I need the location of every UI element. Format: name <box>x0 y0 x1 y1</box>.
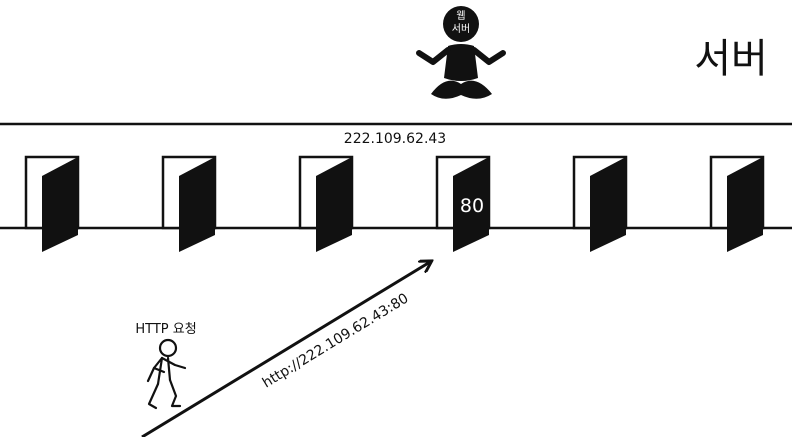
port-door <box>298 155 354 252</box>
port-door <box>161 155 217 252</box>
door-leaf <box>453 157 489 252</box>
server-torso <box>444 44 478 81</box>
http-request-label: HTTP 요청 <box>135 322 196 337</box>
request-url: http://222.109.62.43:80 <box>260 291 412 392</box>
server-ip-address: 222.109.62.43 <box>344 131 446 147</box>
request-arrow <box>141 262 430 437</box>
web-server-badge-line1: 웹 <box>456 10 465 22</box>
port-door <box>572 155 628 252</box>
port-door <box>24 155 80 252</box>
port-doors: 80 <box>24 155 765 252</box>
door-leaf <box>727 157 763 252</box>
client-walker-icon <box>146 338 187 410</box>
server-title: 서버 <box>694 36 768 82</box>
server-legs <box>431 80 492 99</box>
port-number-label: 80 <box>460 195 484 217</box>
door-leaf <box>316 157 352 252</box>
web-server-badge-line2: 서버 <box>452 23 470 35</box>
port-door <box>709 155 765 252</box>
door-leaf <box>590 157 626 252</box>
server-head-icon <box>443 6 479 42</box>
door-leaf <box>179 157 215 252</box>
web-server-figure: 웹 서버 <box>416 6 506 99</box>
server-left-arm <box>416 47 451 65</box>
server-right-arm <box>471 47 506 65</box>
door-leaf <box>42 157 78 252</box>
port-door: 80 <box>435 155 491 252</box>
